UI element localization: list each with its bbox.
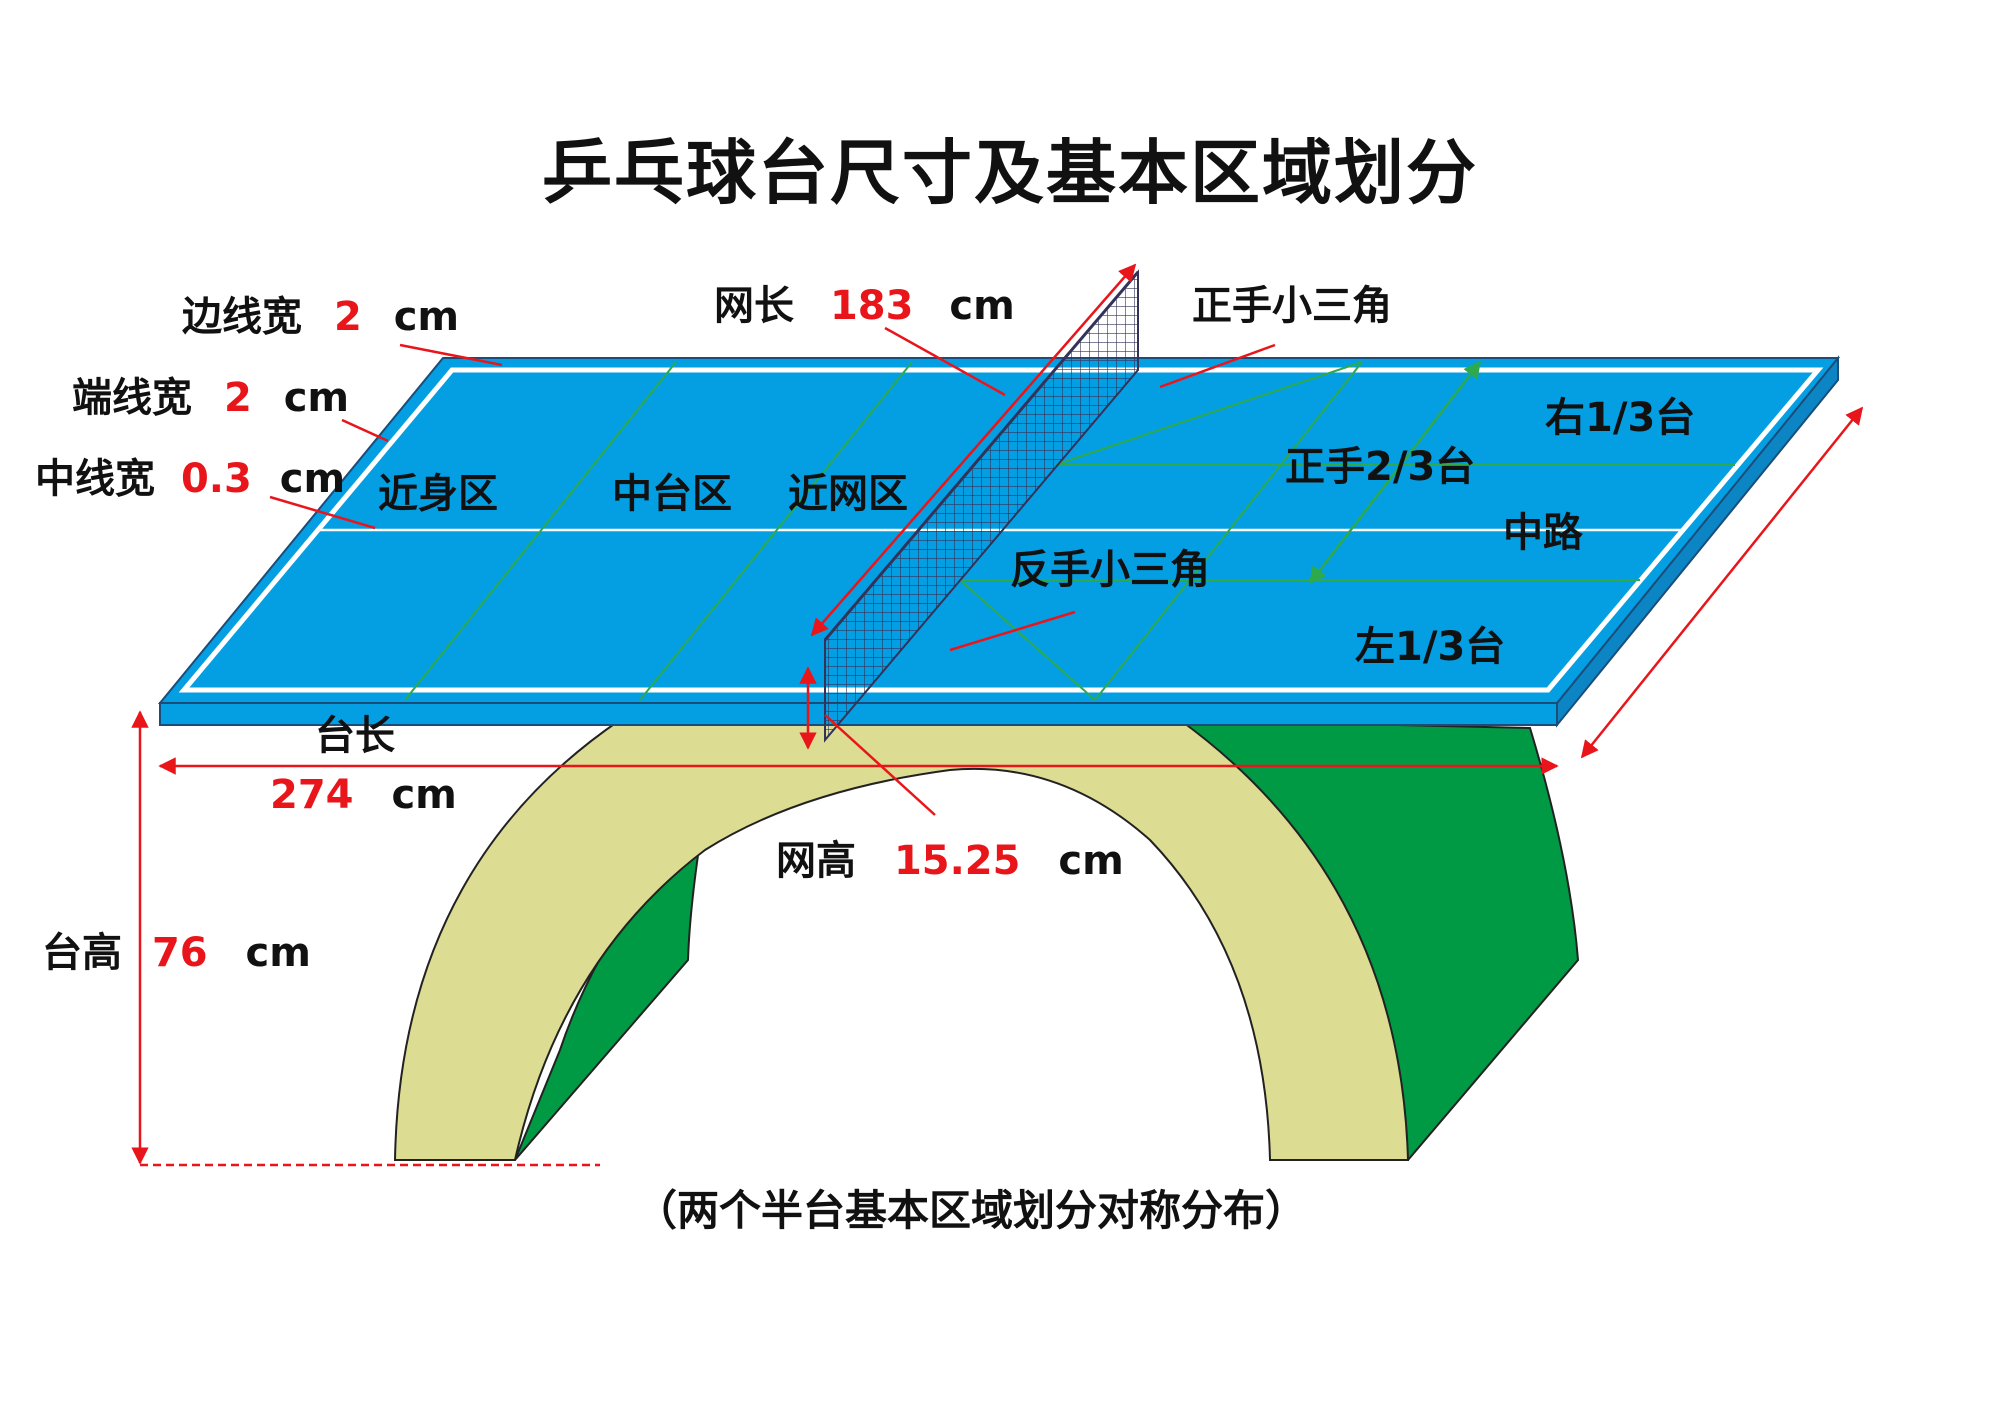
table-height-name: 台高 xyxy=(42,930,122,976)
net-height-name: 网高 xyxy=(776,838,856,884)
net-height-value: 15.25 xyxy=(893,838,1021,884)
zone-left-third: 左1/3台 xyxy=(1355,624,1506,670)
net-length-arrow xyxy=(810,263,1137,637)
centerline-width-value: 0.3 xyxy=(180,456,252,502)
page-title: 乒乓球台尺寸及基本区域划分 xyxy=(542,132,1478,214)
table-length-value-group: 274 cm xyxy=(270,775,457,815)
white-border xyxy=(178,367,1824,693)
footnote: （两个半台基本区域划分对称分布） xyxy=(635,1186,1308,1235)
zone-near-net: 近网区 xyxy=(788,471,908,517)
zone-near-body: 近身区 xyxy=(378,471,498,517)
net-height-unit: cm xyxy=(1058,838,1124,884)
dimension-arrows xyxy=(131,263,1864,1167)
sideline-width-label: 边线宽 2 cm xyxy=(182,297,459,337)
forehand-two-thirds-arrow xyxy=(1308,360,1482,585)
centerline-width-unit: cm xyxy=(279,456,346,502)
zone-mid-table: 中台区 xyxy=(612,471,732,517)
zone-forehand-small-triangle: 正手小三角 xyxy=(1192,283,1392,329)
support-cream-arch xyxy=(393,719,1410,1161)
table-length-name: 台长 xyxy=(315,713,395,759)
centerline-width-name: 中线宽 xyxy=(35,456,155,502)
table-height-label: 台高 76 cm xyxy=(42,933,311,973)
net-length-name: 网长 xyxy=(714,283,794,329)
zone-middle-route: 中路 xyxy=(1503,510,1583,556)
sideline-width-unit: cm xyxy=(393,294,460,340)
net-length-label: 网长 183 cm xyxy=(714,286,1015,326)
table-support xyxy=(393,718,1580,1161)
sideline-width-value: 2 xyxy=(333,294,362,340)
sideline-width-name: 边线宽 xyxy=(182,294,302,340)
endline-width-unit: cm xyxy=(283,375,350,421)
zone-right-third: 右1/3台 xyxy=(1545,395,1696,441)
zone-backhand-small-triangle: 反手小三角 xyxy=(1010,547,1210,593)
net-length-unit: cm xyxy=(949,283,1015,329)
endline-width-name: 端线宽 xyxy=(72,375,192,421)
table-width-arrow xyxy=(1580,406,1864,759)
table-length-unit: cm xyxy=(391,772,457,818)
centerline-width-label: 中线宽 0.3 cm xyxy=(35,459,345,499)
net-length-value: 183 xyxy=(829,283,914,329)
net-height-label: 网高 15.25 cm xyxy=(776,841,1124,881)
table-length-value: 274 xyxy=(270,772,354,818)
zone-forehand-two-thirds: 正手2/3台 xyxy=(1285,444,1476,490)
table-height-value: 76 xyxy=(151,930,208,976)
endline-width-label: 端线宽 2 cm xyxy=(72,378,349,418)
table-height-unit: cm xyxy=(245,930,311,976)
endline-width-value: 2 xyxy=(223,375,252,421)
